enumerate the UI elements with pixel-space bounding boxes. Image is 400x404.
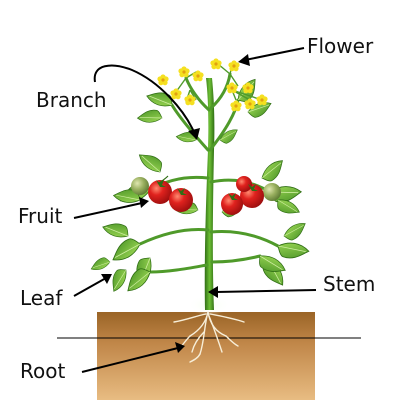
label-root: Root xyxy=(20,359,66,383)
leaf-arrow xyxy=(73,277,107,297)
tomato-fruit-icon xyxy=(131,175,193,212)
stem-arrowhead xyxy=(208,286,218,298)
arrows xyxy=(73,47,317,373)
label-branch: Branch xyxy=(36,88,107,112)
label-fruit: Fruit xyxy=(18,204,63,228)
branch-arrowhead xyxy=(188,128,200,140)
flower-arrow xyxy=(244,47,305,61)
branch-arrow xyxy=(93,64,195,133)
main-stem xyxy=(204,78,215,310)
label-flower: Flower xyxy=(307,34,374,58)
label-leaf: Leaf xyxy=(20,286,63,310)
root-arrow xyxy=(81,347,179,373)
tomato-fruit-icon-right xyxy=(221,176,281,215)
stem-arrow xyxy=(215,289,317,293)
soil-icon xyxy=(97,312,315,400)
arrowheads xyxy=(101,54,250,353)
label-stem: Stem xyxy=(323,272,376,296)
flower-arrowhead xyxy=(238,54,250,66)
fruit-arrowhead xyxy=(139,197,149,208)
leaf-arrowhead xyxy=(101,274,112,284)
root-arrowhead xyxy=(175,342,185,353)
fruit-arrow xyxy=(73,202,143,219)
